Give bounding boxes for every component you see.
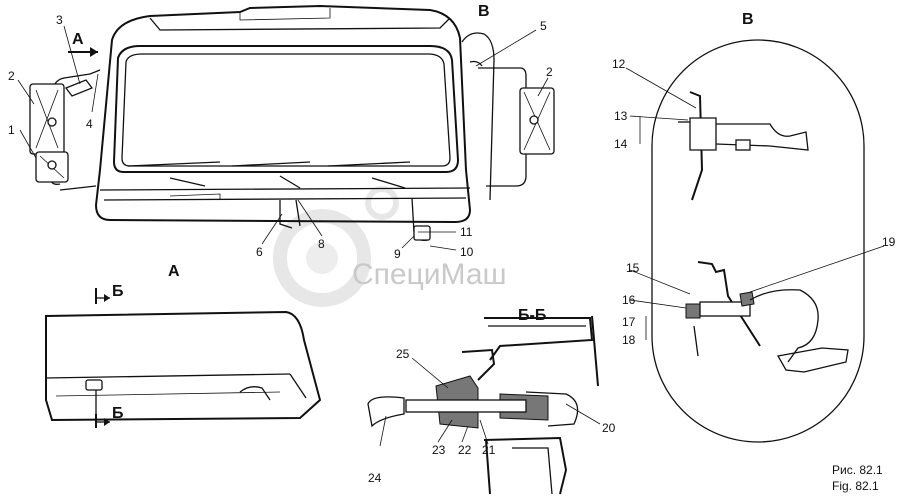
callout-15: 15: [626, 261, 640, 275]
callout-1: 1: [8, 123, 15, 137]
callout-11: 11: [460, 225, 473, 239]
watermark-text: СпециМаш: [352, 258, 507, 291]
callout-9: 9: [394, 247, 401, 261]
callout-16: 16: [622, 293, 636, 307]
callout-19: 19: [882, 235, 896, 249]
callout-10: 10: [460, 245, 474, 259]
callout-leaders-main: [17, 25, 549, 251]
callout-2-left: 2: [8, 69, 15, 83]
callout-17: 17: [622, 315, 636, 329]
caption-ru: Рис. 82.1: [832, 463, 883, 477]
view-a-title: А: [168, 263, 180, 280]
callout-14: 14: [614, 137, 628, 151]
view-a-arrow: А: [68, 31, 98, 57]
left-mirror-assembly: [29, 79, 94, 183]
view-a-marker: А: [72, 31, 84, 48]
callout-24: 24: [368, 471, 382, 485]
section-bb-title: Б-Б: [518, 307, 546, 324]
callout-2-right: 2: [546, 65, 553, 79]
callout-21: 21: [482, 443, 496, 457]
view-a-detail: А Б Б: [45, 263, 322, 428]
callout-22: 22: [458, 443, 472, 457]
view-v-detail: В: [625, 11, 885, 443]
callout-13: 13: [614, 109, 628, 123]
callout-8: 8: [318, 237, 325, 251]
callout-12: 12: [612, 57, 626, 71]
cab-front-view: [49, 4, 527, 241]
callout-5: 5: [540, 19, 547, 33]
callout-25: 25: [396, 347, 410, 361]
view-v-marker: В: [478, 3, 490, 20]
section-bb-detail: Б-Б: [367, 307, 601, 495]
section-b-bottom-label: Б: [112, 405, 124, 422]
callout-3: 3: [56, 13, 63, 27]
view-v-title: В: [742, 11, 754, 28]
caption-en: Fig. 82.1: [832, 479, 879, 493]
callout-6: 6: [256, 245, 263, 259]
right-mirror-assembly: [519, 87, 555, 155]
section-b-top-label: Б: [112, 283, 124, 300]
callout-20: 20: [602, 421, 616, 435]
callout-23: 23: [432, 443, 446, 457]
watermark-gear-logo: [273, 186, 399, 307]
callout-4: 4: [86, 117, 93, 131]
callout-18: 18: [622, 333, 636, 347]
